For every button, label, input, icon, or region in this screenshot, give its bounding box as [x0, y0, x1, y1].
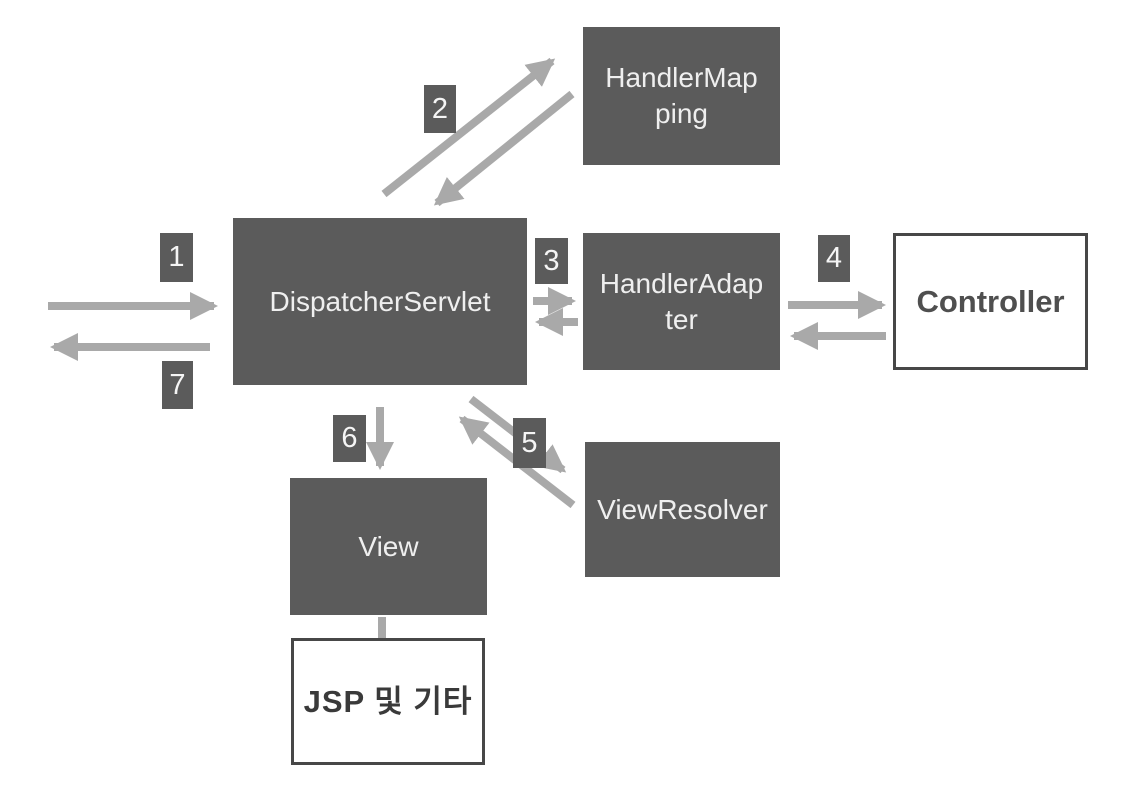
node-view-resolver: ViewResolver	[585, 442, 780, 577]
arrow-from-handlermapping	[433, 90, 575, 207]
node-label: ter	[665, 303, 698, 335]
node-handler-adapter: HandlerAdap ter	[583, 233, 780, 370]
node-dispatcher-servlet: DispatcherServlet	[233, 218, 527, 385]
step-badge-7: 7	[162, 361, 193, 409]
node-label: View	[358, 530, 419, 562]
node-jsp-and-others: JSP 및 기타	[291, 638, 485, 765]
arrow-to-handlermapping	[381, 57, 556, 198]
node-view: View	[290, 478, 487, 615]
node-label: Controller	[916, 283, 1065, 319]
node-handler-mapping: HandlerMap ping	[583, 27, 780, 165]
node-label: DispatcherServlet	[269, 285, 491, 317]
step-badge-6: 6	[333, 415, 366, 462]
node-label: HandlerAdap	[599, 267, 764, 299]
step-badge-4: 4	[818, 235, 850, 282]
step-badge-2: 2	[424, 85, 456, 133]
step-badge-5: 5	[513, 418, 546, 468]
node-label: ping	[655, 98, 708, 129]
node-label: HandlerMap	[605, 62, 758, 94]
node-label: JSP 및 기타	[303, 683, 473, 719]
step-badge-3: 3	[535, 238, 568, 284]
step-badge-1: 1	[160, 233, 193, 282]
node-controller: Controller	[893, 233, 1088, 370]
node-label: ViewResolver	[597, 493, 768, 525]
